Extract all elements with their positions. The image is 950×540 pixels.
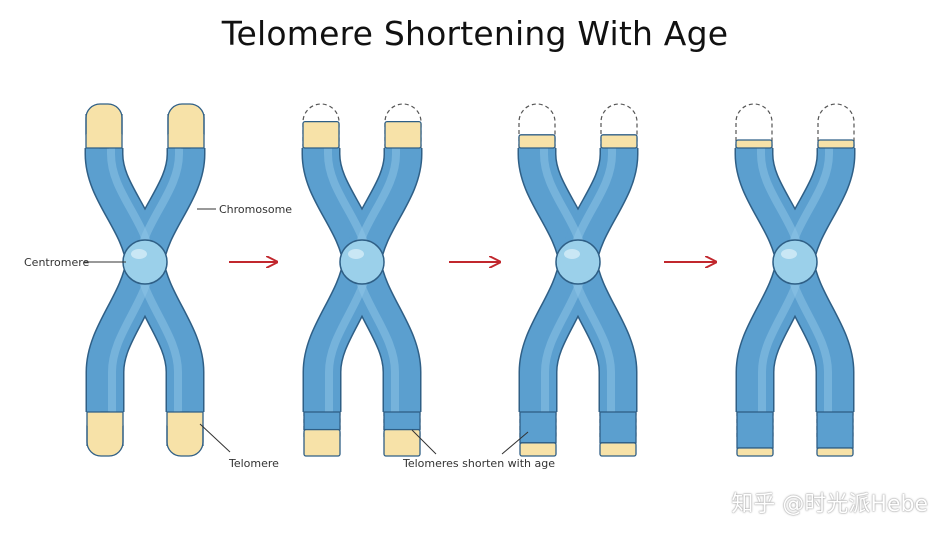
chromosome-2 [300, 102, 424, 458]
telomere-cap-3 [817, 139, 855, 149]
telomere-lost-outline-3 [384, 103, 422, 148]
centromere [339, 239, 385, 285]
telomere-cap-1 [302, 120, 340, 149]
telomere-lost-outline-3 [817, 103, 855, 148]
telomere-cap-inner-1 [86, 134, 122, 148]
telomeres-shorten-leader-2 [501, 431, 529, 455]
telomere-label: Telomere [228, 457, 279, 470]
arm-end-segment-4 [383, 411, 421, 431]
chromosome-3 [516, 102, 640, 458]
chromosome-1 [83, 102, 207, 458]
arm-end-segment-2 [519, 411, 557, 444]
arm-end-segment-2 [736, 411, 774, 449]
telomere-cap-inner-4 [167, 412, 203, 426]
centromere [122, 239, 168, 285]
telomeres-shorten-label: Telomeres shorten with age [402, 457, 555, 470]
diagram-title: Telomere Shortening With Age [221, 14, 729, 53]
centromere [772, 239, 818, 285]
telomere-cap-1 [735, 139, 773, 149]
centromere-highlight [564, 249, 580, 259]
arm-end-segment-2 [303, 411, 341, 431]
chromosome-label: Chromosome [219, 203, 292, 216]
watermark: 知乎 @时光派Hebe [731, 492, 928, 517]
centromere-highlight [781, 249, 797, 259]
telomere-cap-2 [736, 447, 774, 457]
telomere-cap-3 [384, 120, 422, 149]
telomere-cap-4 [816, 447, 854, 457]
telomere-lost-outline-1 [302, 103, 340, 148]
arm-end-segment-4 [599, 411, 637, 444]
telomere-cap-3 [600, 134, 638, 149]
centromere-label: Centromere [24, 256, 90, 269]
telomere-cap-inner-2 [87, 412, 123, 426]
telomere-cap-4 [383, 428, 421, 457]
centromere-highlight [131, 249, 147, 259]
telomere-lost-outline-3 [600, 103, 638, 148]
telomere-lost-outline-1 [735, 103, 773, 148]
centromere-highlight [348, 249, 364, 259]
telomere-lost-outline-1 [518, 103, 556, 148]
telomere-cap-2 [303, 428, 341, 457]
arm-end-segment-4 [816, 411, 854, 449]
chromosomes-group [83, 102, 857, 458]
telomere-cap-1 [518, 134, 556, 149]
telomere-leader [199, 423, 231, 453]
centromere [555, 239, 601, 285]
telomere-cap-4 [599, 442, 637, 457]
callouts-group: Chromosome Centromere Telomere Telomeres… [24, 203, 555, 470]
chromosome-4 [733, 102, 857, 458]
telomere-cap-inner-3 [168, 134, 204, 148]
telomere-cap-2 [519, 442, 557, 457]
telomeres-shorten-leader-1 [411, 429, 437, 455]
